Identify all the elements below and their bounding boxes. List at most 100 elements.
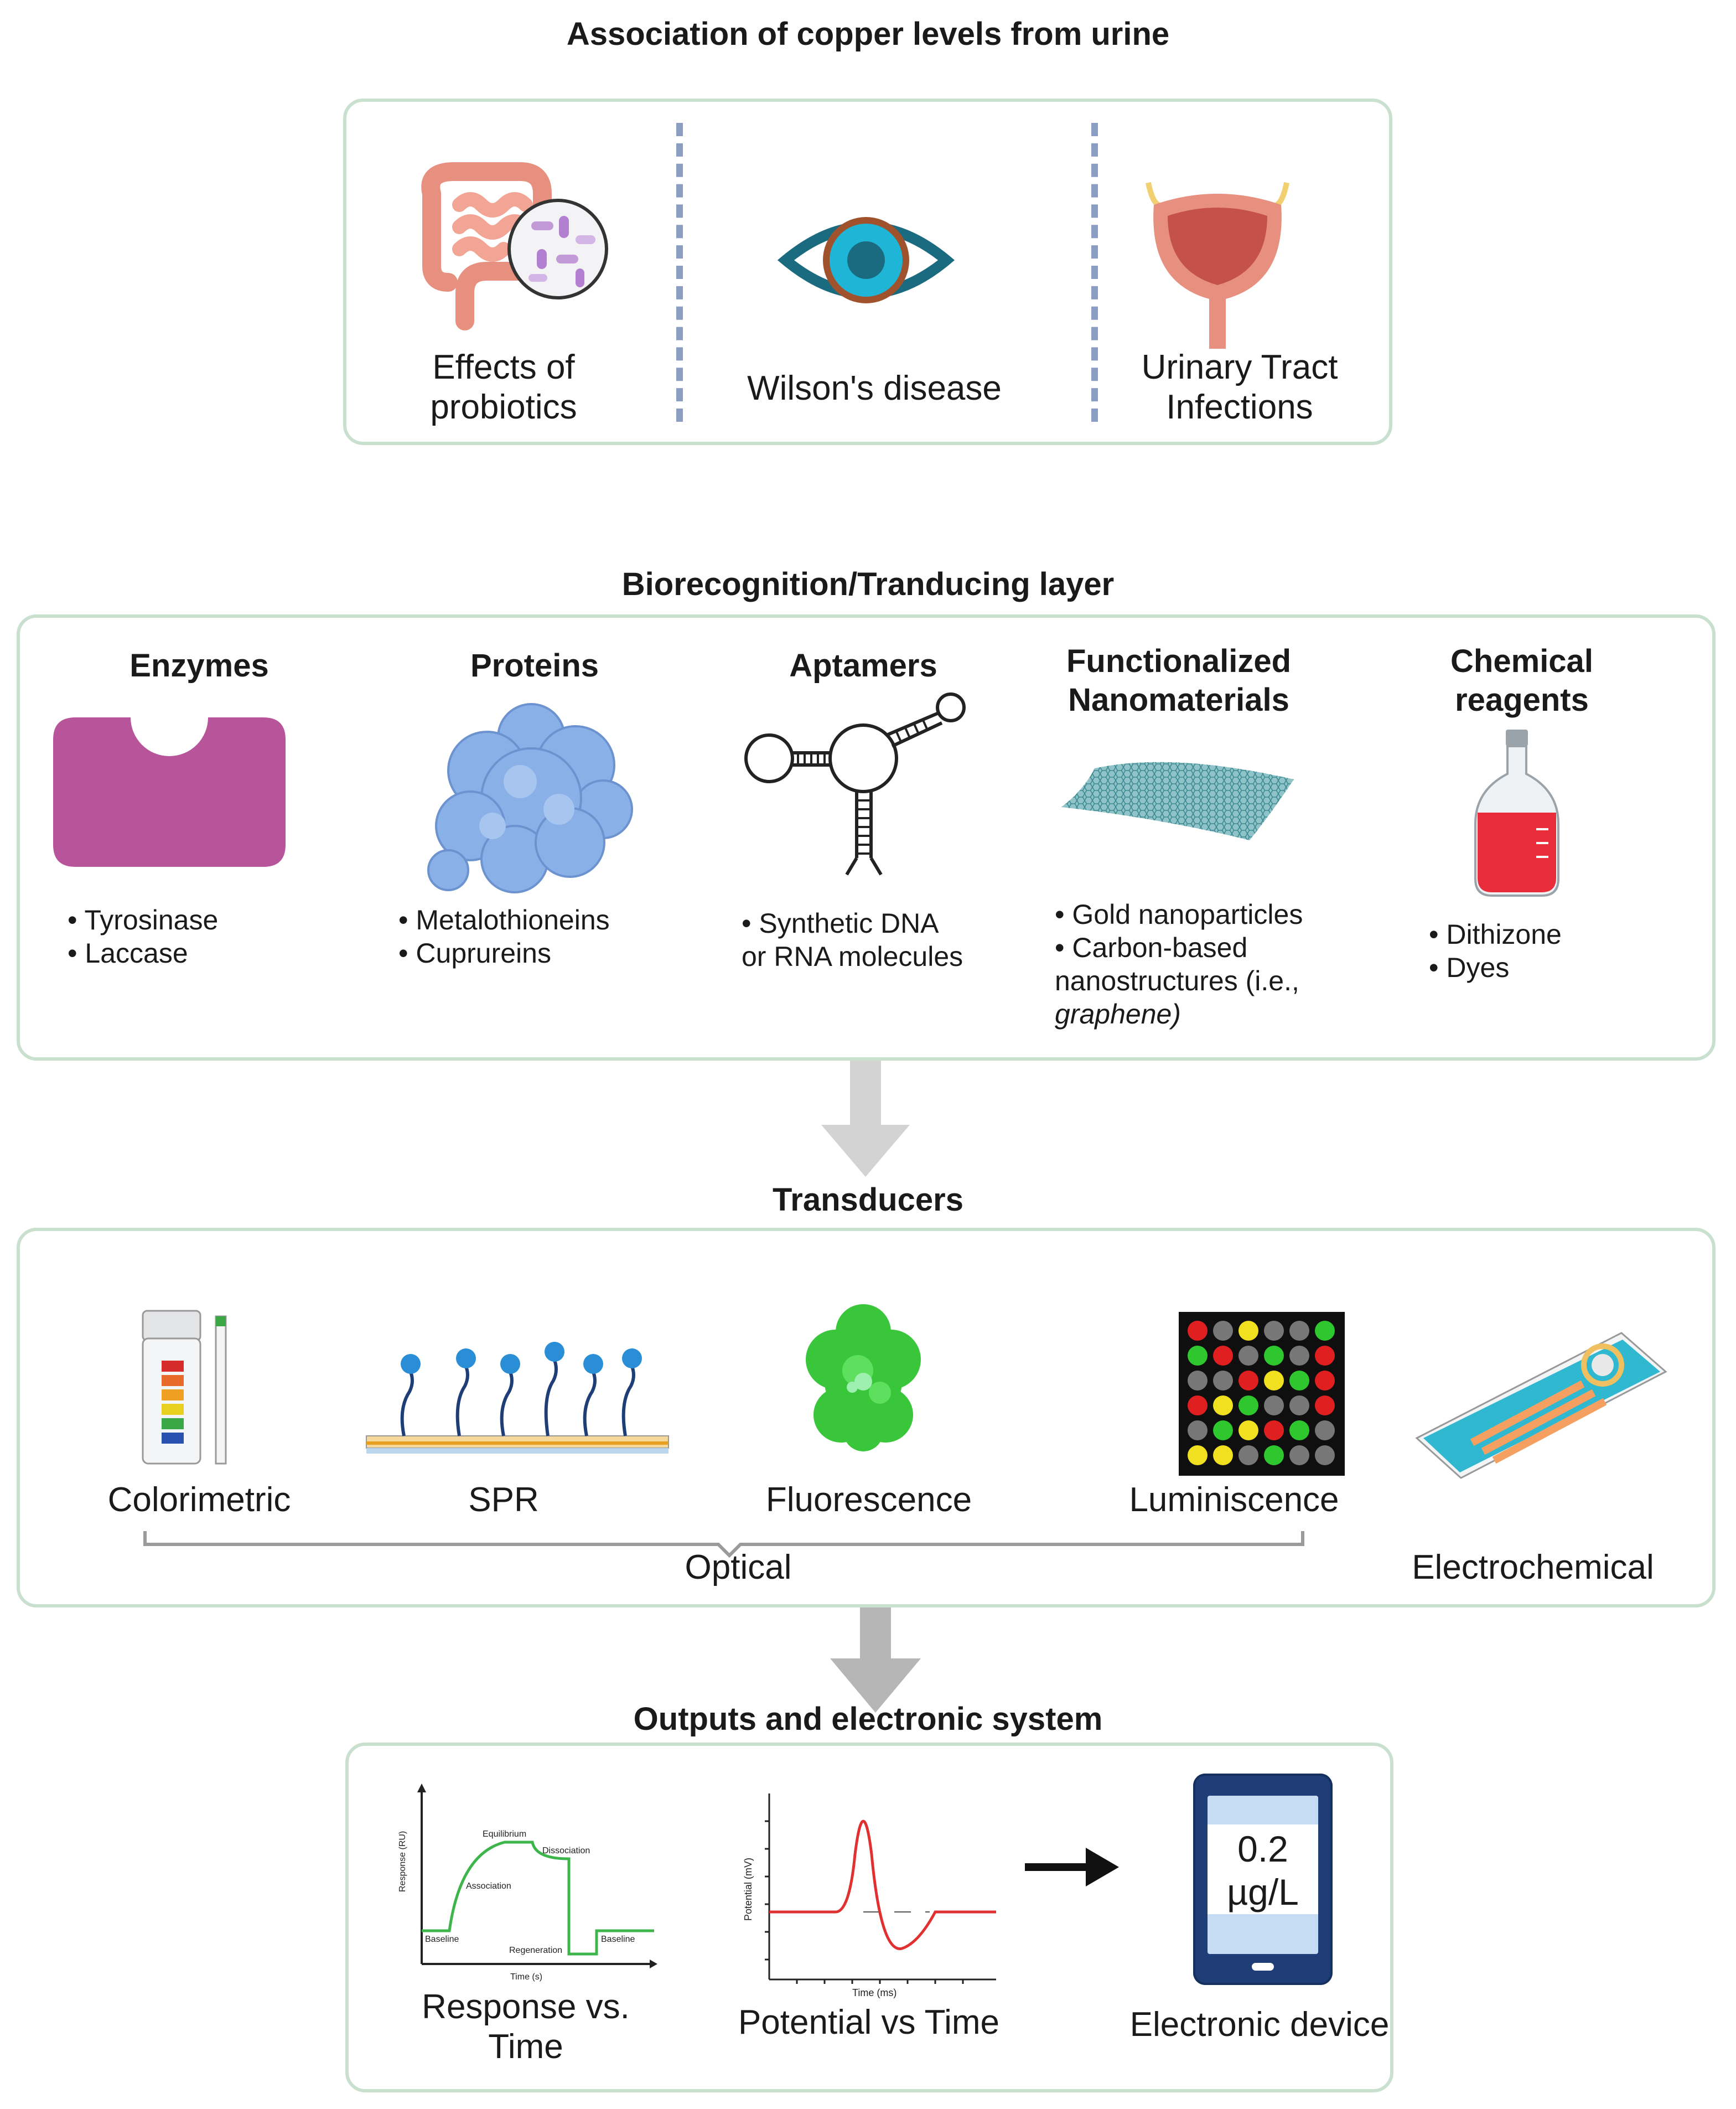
luminescence-dot <box>1188 1321 1208 1341</box>
probiotics-label-line2: probiotics <box>430 388 577 426</box>
reagent-bottle-icon <box>1474 730 1559 897</box>
chemical-reagents-bullet: Dyes <box>1429 951 1562 984</box>
device-caption: Electronic device <box>1129 2005 1390 2044</box>
tablet-readout-unit: µg/L <box>1227 1872 1299 1912</box>
chemical-reagents-bullet: Dithizone <box>1429 918 1561 951</box>
luminescence-dot <box>1238 1346 1258 1366</box>
sensorgram-annotation: Regeneration <box>509 1946 562 1955</box>
luminescence-dot <box>1213 1346 1233 1366</box>
sensorgram-ylabel: Response (RU) <box>398 1831 407 1892</box>
nanomaterials-bullet: Gold nanoparticles <box>1055 898 1303 931</box>
luminescence-label: Luminiscence <box>1129 1481 1339 1519</box>
electrochemical-label: Electrochemical <box>1412 1548 1654 1586</box>
plot1-caption-line2: Time <box>488 2028 563 2066</box>
luminescence-dot <box>1238 1420 1258 1440</box>
sensorgram-annotation: Baseline <box>425 1935 459 1944</box>
arrow-down-icon <box>821 1061 910 1177</box>
sensorgram-annotation: Equilibrium <box>483 1829 526 1839</box>
electrode-strip-icon <box>1415 1332 1667 1479</box>
potential-ylabel: Potential (mV) <box>743 1858 754 1921</box>
luminescence-dot <box>1238 1371 1258 1391</box>
aptamers-list: Synthetic DNA or RNA molecules <box>742 907 963 973</box>
fluorescence-label: Fluorescence <box>765 1481 972 1519</box>
enzymes-bullet: Laccase <box>68 937 218 970</box>
luminescence-dot <box>1315 1371 1335 1391</box>
nanomaterials-bullet: Carbon-based <box>1055 931 1303 964</box>
bladder-icon <box>1146 182 1289 349</box>
enzymes-heading: Enzymes <box>129 648 269 684</box>
luminescence-array-icon <box>1179 1312 1345 1476</box>
luminescence-dot <box>1188 1445 1208 1465</box>
aptamers-bullet-cont: or RNA molecules <box>742 940 963 973</box>
luminescence-dot <box>1264 1420 1284 1440</box>
arrow-right-icon <box>1025 1848 1119 1886</box>
probiotics-label: Effects of probiotics <box>387 348 620 427</box>
arrow-down-icon <box>830 1607 921 1713</box>
luminescence-dot <box>1315 1346 1335 1366</box>
luminescence-dot <box>1315 1420 1335 1440</box>
eye-icon <box>778 217 955 303</box>
sensorgram-plot: Response (RU) Time (s) Baseline Associat… <box>398 1784 657 1982</box>
potential-plot: Potential (mV) Time (ms) <box>743 1793 996 1998</box>
biorecognition-box <box>17 614 1716 1061</box>
colorimetric-label: Colorimetric <box>107 1481 291 1519</box>
luminescence-dot <box>1188 1371 1208 1391</box>
tablet-device: 0.2 µg/L <box>1193 1774 1333 1985</box>
intestine-icon <box>421 162 608 330</box>
chemical-reagents-list: Dithizone Dyes <box>1429 918 1562 984</box>
luminescence-dot <box>1213 1445 1233 1465</box>
luminescence-dot <box>1289 1321 1309 1341</box>
enzymes-bullet: Tyrosinase <box>68 903 219 937</box>
luminescence-dot <box>1238 1395 1258 1415</box>
proteins-list: Metalothioneins Cuprureins <box>398 903 609 970</box>
fluorescence-protein-icon <box>806 1304 921 1451</box>
sensorgram-xlabel: Time (s) <box>510 1972 542 1982</box>
plot2-caption: Potential vs Time <box>738 2003 1000 2041</box>
transducers-title: Transducers <box>773 1182 963 1218</box>
biorecognition-title: Biorecognition/Tranducing layer <box>621 566 1115 602</box>
association-title: Association of copper levels from urine <box>566 16 1170 52</box>
optical-label: Optical <box>685 1548 792 1586</box>
luminescence-dot <box>1213 1395 1233 1415</box>
luminescence-dot <box>1188 1346 1208 1366</box>
aptamer-icon <box>744 692 966 876</box>
spr-chip-icon <box>366 1342 669 1454</box>
nanomaterials-list: Gold nanoparticles Carbon-based nanostru… <box>1055 898 1303 1031</box>
luminescence-dot <box>1264 1445 1284 1465</box>
potential-xlabel: Time (ms) <box>852 1987 896 1998</box>
luminescence-dot <box>1213 1321 1233 1341</box>
uti-label: Urinary Tract Infections <box>1107 348 1372 427</box>
luminescence-dot <box>1213 1371 1233 1391</box>
tablet-readout-value: 0.2 <box>1237 1828 1288 1869</box>
nanomaterials-heading-line1: Functionalized <box>1066 643 1291 679</box>
luminescence-dot <box>1315 1321 1335 1341</box>
nanomaterials-bullet-cont-text: graphene) <box>1055 999 1181 1030</box>
luminescence-dot <box>1213 1420 1233 1440</box>
tablet-home-button[interactable] <box>1252 1963 1274 1971</box>
chemical-reagents-heading-line1: Chemical <box>1450 643 1593 679</box>
luminescence-dot <box>1289 1346 1309 1366</box>
luminescence-dot <box>1289 1371 1309 1391</box>
luminescence-dot <box>1238 1321 1258 1341</box>
outputs-title: Outputs and electronic system <box>633 1701 1103 1737</box>
nanomaterials-bullet-cont-text: nanostructures (i.e., <box>1055 965 1299 996</box>
luminescence-dot <box>1238 1445 1258 1465</box>
luminescence-dot <box>1188 1420 1208 1440</box>
wilsons-label: Wilson's disease <box>747 369 1002 407</box>
enzymes-list: Tyrosinase Laccase <box>68 903 219 970</box>
uti-label-line1: Urinary Tract <box>1141 348 1338 386</box>
luminescence-dot <box>1264 1395 1284 1415</box>
luminescence-dot <box>1264 1346 1284 1366</box>
sensorgram-annotation: Association <box>466 1881 511 1891</box>
sensorgram-annotation: Baseline <box>601 1935 635 1944</box>
aptamers-bullet: Synthetic DNA <box>742 907 963 940</box>
plot1-caption-line1: Response vs. <box>422 1988 630 2026</box>
enzyme-icon <box>53 717 286 867</box>
plot1-caption: Response vs. Time <box>398 1987 653 2067</box>
protein-icon <box>427 703 633 893</box>
proteins-bullet: Metalothioneins <box>398 903 609 937</box>
nanomaterials-bullet-cont: nanostructures (i.e., <box>1055 964 1303 997</box>
luminescence-dot <box>1264 1321 1284 1341</box>
luminescence-dot <box>1289 1395 1309 1415</box>
chemical-reagents-heading-line2: reagents <box>1455 682 1589 718</box>
